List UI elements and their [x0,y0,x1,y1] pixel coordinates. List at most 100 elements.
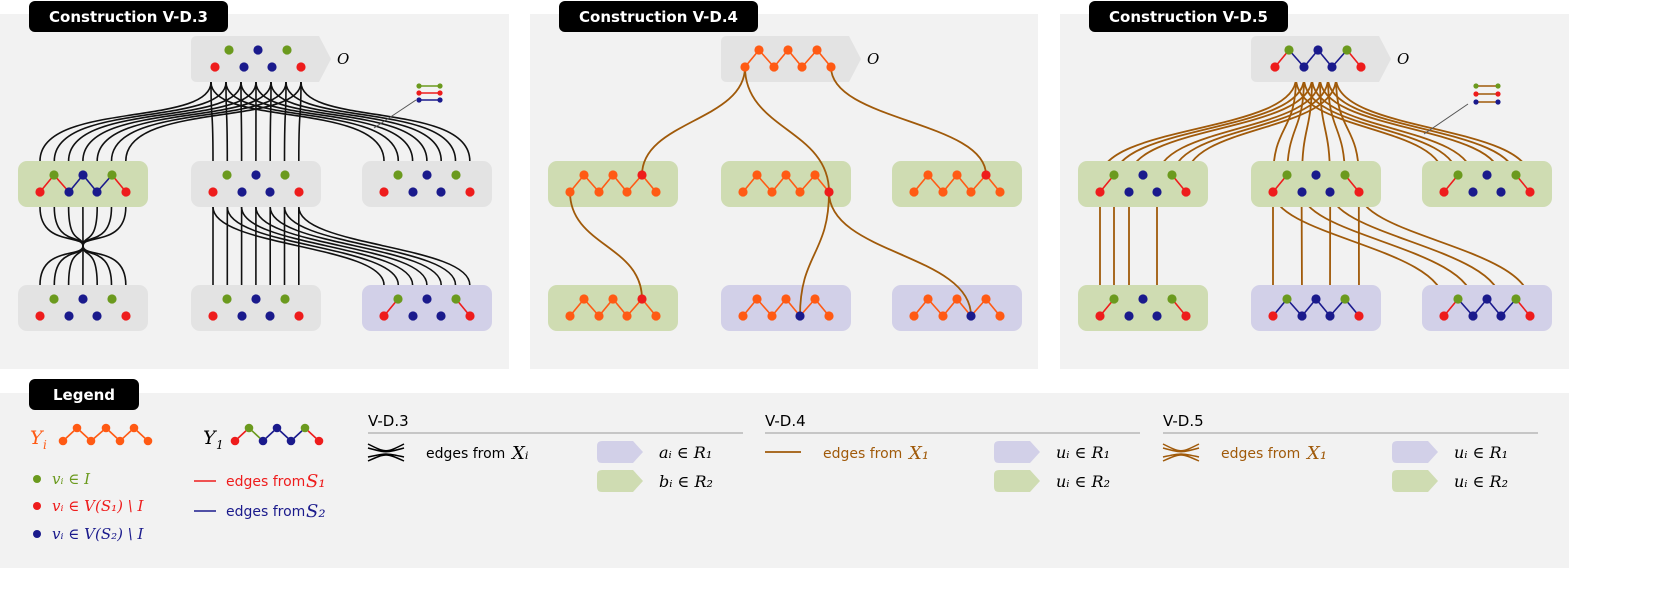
set-vd4-node [783,45,793,55]
edge-x-vd3 [269,206,442,286]
set-vd4-node [579,294,589,304]
mr-vd3-node [393,170,403,180]
set-vd5-node [1340,170,1350,180]
edge-x-vd3 [298,206,471,286]
inset-node-vd3 [437,83,443,89]
set-vd5-node [1282,170,1292,180]
top-label-vd5: O [1397,50,1409,68]
bl-vd3-node [121,311,131,321]
edge-x1-vd5 [1156,77,1321,180]
legend-y1-node [244,423,254,433]
legend-section-3-r1-label: uᵢ ∈ R₁ [1454,443,1508,462]
top-vd5-node [1313,45,1323,55]
set-vd4-node [767,311,777,321]
bc-vd3-node [208,311,218,321]
legend-section-1-r1-label: aᵢ ∈ R₁ [659,443,712,462]
box-vd5 [1078,161,1208,207]
edge-x-vd3 [39,81,212,162]
box-vd3 [362,285,492,331]
set-vd4-node [810,294,820,304]
legend-section-3-glyph [1162,443,1200,462]
box-vd3 [191,285,321,331]
edge-x-vd3 [82,206,127,286]
edge-x-vd3 [212,206,385,286]
edge-x1-vd4 [828,191,972,317]
set-vd4-node [754,45,764,55]
set-vd5-node [1095,187,1105,197]
top-box-vd5 [1251,36,1391,82]
mr-vd3-node [436,187,446,197]
edge-x-vd3 [283,206,457,286]
set-vd4-node [909,187,919,197]
panel-title-vd3: Construction V-D.3 [29,1,228,32]
set-vd4-node [740,62,750,72]
edge-x-vd3 [240,206,414,286]
set-vd4-node [923,170,933,180]
edge-x1-vd5 [1303,77,1459,180]
set-vd5-node [1124,187,1134,197]
edge-x-vd3 [255,206,428,286]
legend-yi-sub: i [43,438,47,452]
set-vd4-node [637,170,647,180]
legend-yi-node [129,423,139,433]
set-vd5-node [1453,170,1463,180]
set-vd4-node [938,187,948,197]
set-vd5-node [1167,170,1177,180]
set-vd4-node [966,311,976,321]
top-vd5-node [1284,45,1294,55]
mr-vd3-node [422,170,432,180]
ml-vd3-node [49,170,59,180]
top-vd5-node [1342,45,1352,55]
set-vd4-node [824,311,834,321]
legend-section-2-r2-chip [994,470,1040,492]
edge-x-vd3 [82,206,98,286]
set-vd5-node [1095,311,1105,321]
edge-x-vd3 [283,81,287,162]
top-vd5-node [1327,62,1337,72]
legend-yi-node [101,423,111,433]
legend-section-3-edges-label: edges from [1221,446,1300,462]
edge-x-vd3 [240,81,414,162]
set-vd5-node [1268,311,1278,321]
legend-v-in-i-dot [33,475,41,483]
box-vd5 [1422,285,1552,331]
box-vd4 [892,285,1022,331]
edge-x-vd3 [226,206,400,286]
set-vd5-node [1453,294,1463,304]
top-label-vd3: O [337,50,349,68]
panel-legend [0,393,1569,568]
legend-yi-node [143,436,153,446]
set-vd4-node [594,187,604,197]
mc-vd3-node [237,187,247,197]
set-vd4-node [781,294,791,304]
legend-section-1-r2-label: bᵢ ∈ R₂ [659,472,713,491]
br-vd3-node [436,311,446,321]
bl-vd3-node [92,311,102,321]
set-vd5-node [1138,170,1148,180]
set-vd4-node [565,311,575,321]
set-vd5-node [1282,294,1292,304]
box-vd4 [892,161,1022,207]
set-vd4-node [981,170,991,180]
set-vd4-node [579,170,589,180]
mc-vd3-node [222,170,232,180]
mc-vd3-node [265,187,275,197]
set-vd5-node [1138,294,1148,304]
legend-section-1-r1-chip [597,441,643,463]
legend-section-1-r2-chip [597,470,643,492]
top-vd5-node [1270,62,1280,72]
set-vd4-node [938,311,948,321]
legend-y1-node [314,436,324,446]
set-vd4-node [995,187,1005,197]
inset-node-vd5 [1495,83,1501,89]
top-vd5-node [1356,62,1366,72]
br-vd3-node [465,311,475,321]
br-vd3-node [379,311,389,321]
set-vd5-node [1468,311,1478,321]
mc-vd3-node [251,170,261,180]
inset-node-vd3 [437,97,443,103]
set-vd5-node [1109,294,1119,304]
set-vd5-node [1268,187,1278,197]
legend-section-1-edges-label: edges from [426,446,505,462]
mr-vd3-node [379,187,389,197]
